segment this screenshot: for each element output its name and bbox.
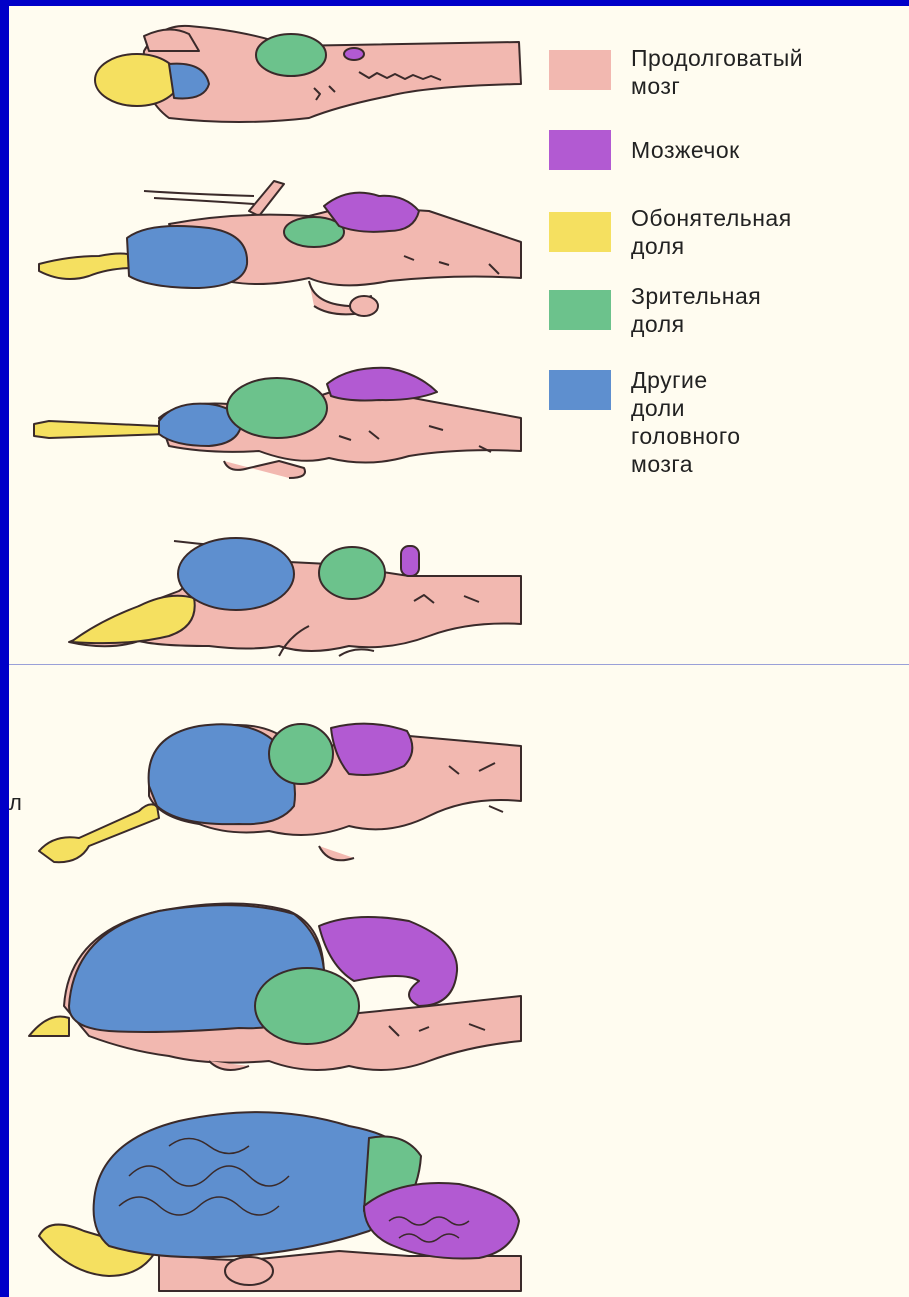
legend-label-cerebellum: Мозжечок — [631, 136, 740, 164]
brain-amphibian — [39, 181, 521, 316]
brain-reptile — [34, 368, 521, 478]
stray-text: л — [9, 790, 22, 816]
legend-label-optic: Зрительная доля — [631, 282, 761, 338]
legend-label-medulla: Продолговатый мозг — [631, 44, 803, 100]
brain-bird — [39, 724, 521, 863]
brain-mammal — [29, 904, 521, 1071]
slide: Продолговатый мозг Мозжечок Обонятельная… — [9, 6, 909, 1297]
divider-line — [9, 664, 909, 665]
swatch-cerebellum — [549, 130, 611, 170]
brain-evolution-illustration — [9, 6, 909, 1297]
brain-reptile-2 — [69, 538, 521, 656]
swatch-optic — [549, 290, 611, 330]
swatch-other — [549, 370, 611, 410]
brain-fish — [95, 26, 521, 122]
brain-human — [39, 1112, 521, 1291]
swatch-olfactory — [549, 212, 611, 252]
swatch-medulla — [549, 50, 611, 90]
legend-label-other: Другие доли головного мозга — [631, 366, 741, 478]
legend-label-olfactory: Обонятельная доля — [631, 204, 792, 260]
